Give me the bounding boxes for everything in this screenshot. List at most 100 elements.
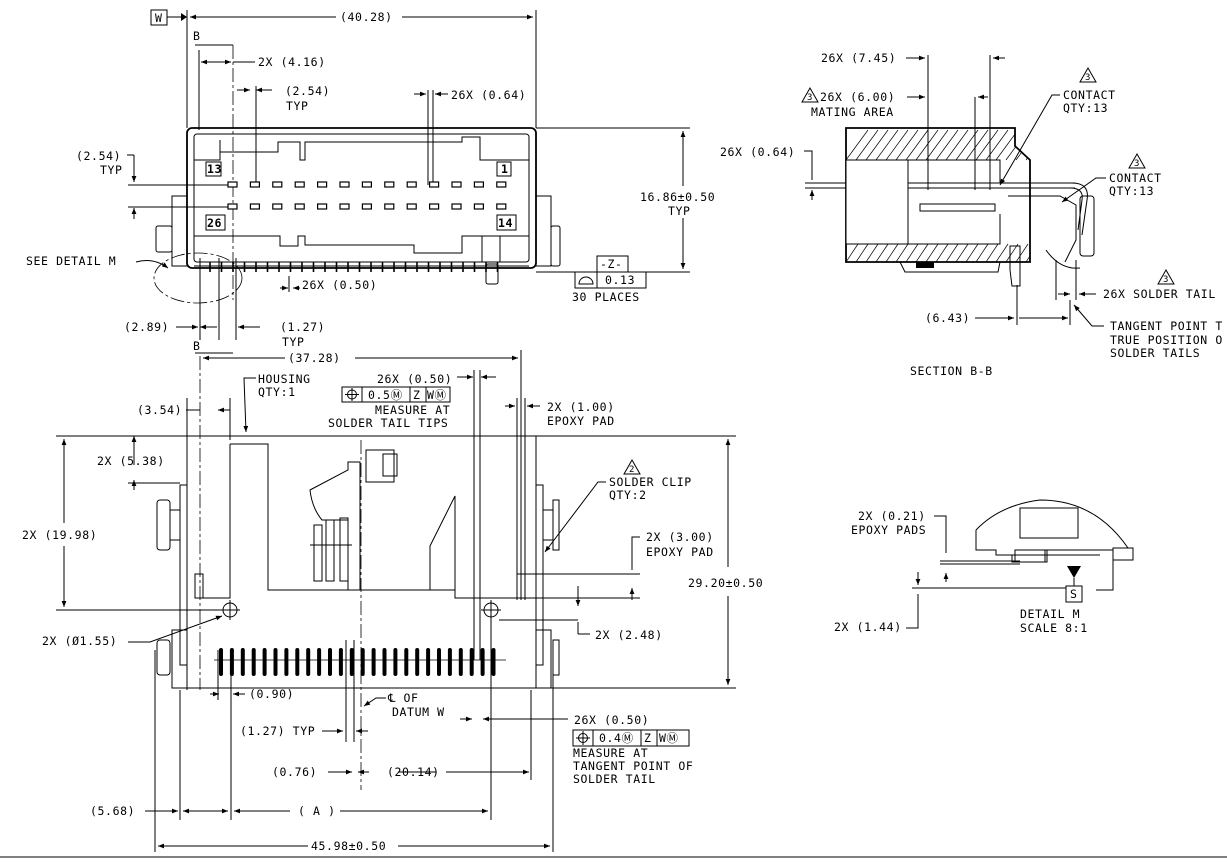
epoxy-pad-2-dim: 2X (3.00) — [646, 530, 714, 544]
measure-at-2: MEASURE AT — [573, 746, 648, 760]
hatch-line — [965, 243, 979, 262]
tail-bottom — [371, 648, 376, 676]
tail-bottom — [328, 648, 332, 676]
hatch-line — [1066, 130, 1088, 160]
pin-label-26: 26 — [207, 216, 222, 230]
hatch-line — [1146, 130, 1168, 160]
contact-top — [384, 181, 395, 188]
dim-sec-0-64: 26X (0.64) — [720, 145, 795, 159]
tail-bottom — [317, 648, 322, 676]
contact-bottom — [384, 203, 395, 210]
hatch-line — [855, 243, 869, 262]
hatch-line — [995, 129, 1019, 161]
tail-bottom — [437, 648, 441, 676]
tail-bottom — [295, 648, 300, 676]
contact-b-qty: QTY:13 — [1109, 184, 1154, 198]
solder-tail-tips: SOLDER TAIL TIPS — [328, 416, 448, 430]
hatch-line — [925, 243, 939, 262]
dim-6-43: (6.43) — [925, 311, 970, 325]
hatch-line — [1025, 243, 1030, 262]
hatch-line — [1196, 244, 1208, 262]
dim-20-14: (20.14) — [387, 765, 440, 779]
hatch-line — [1076, 130, 1098, 160]
contact-bottom — [473, 203, 484, 210]
flag-3a: 3 — [807, 93, 813, 103]
dim-overall-width: (40.28) — [340, 10, 393, 24]
hatch-line — [1216, 130, 1227, 160]
flag-3b: 3 — [1085, 73, 1091, 83]
hatch-line — [895, 129, 919, 161]
dim-pitch-fcf2: 26X (0.50) — [574, 713, 649, 727]
hatch-line — [895, 243, 909, 262]
hatch-line — [875, 243, 889, 262]
hatch-line — [1186, 244, 1198, 262]
contact-bottom — [272, 203, 283, 210]
tail-bottom — [458, 648, 463, 676]
contact-bottom — [406, 203, 417, 210]
hatch-line — [1166, 244, 1178, 262]
clip-flag: 2 — [629, 465, 635, 475]
dim-3-54: (3.54) — [137, 403, 182, 417]
tangent-point-2: TRUE POSITION O — [1110, 333, 1223, 347]
hatch-line — [846, 243, 859, 262]
contact-a-label: CONTACT — [1063, 88, 1116, 102]
hatch-line — [935, 129, 959, 161]
tail-bottom — [284, 648, 289, 676]
contact-top — [294, 181, 305, 188]
tail-bottom — [349, 648, 354, 676]
solder-tail-label: SOLDER TAIL — [573, 772, 656, 786]
tail-bottom — [426, 648, 431, 676]
hatch-line — [1056, 130, 1078, 160]
tail-bottom — [447, 648, 452, 676]
hatch-line — [865, 243, 879, 262]
hatch-line — [1156, 130, 1178, 160]
housing-label: HOUSING — [258, 372, 311, 386]
contact-top — [406, 181, 417, 188]
section-hatching — [846, 129, 1227, 262]
pin-label-1: 1 — [501, 162, 509, 176]
datum-w-label: W — [155, 11, 163, 25]
tail-bottom — [491, 648, 496, 676]
datum-w-centerline: ℄ OF — [387, 691, 419, 705]
fcf1-datum-z: Z — [413, 388, 421, 402]
dim-7-45: 26X (7.45) — [821, 51, 896, 65]
hatch-line — [1206, 130, 1227, 160]
dim-37-28: (37.28) — [288, 351, 341, 365]
tail-bottom — [273, 648, 278, 676]
section-title: SECTION B-B — [910, 364, 993, 378]
hatch-line — [1076, 244, 1088, 262]
hatch-line — [1166, 130, 1188, 160]
hatch-line — [935, 243, 949, 262]
top-view: W (40.28) B 2X (4.16) (2.54) TYP 26X (0.… — [26, 9, 715, 354]
housing-qty: QTY:1 — [258, 385, 296, 399]
contact-top — [249, 181, 260, 188]
tail-bottom — [393, 648, 398, 676]
fcf2-datum-w: WⓂ — [659, 731, 679, 745]
contact-a-qty: QTY:13 — [1063, 101, 1108, 115]
fcf2-datum-z: Z — [644, 731, 652, 745]
fcf2-tolerance: 0.4Ⓜ — [599, 731, 634, 745]
hatch-line — [955, 129, 979, 161]
contact-bottom — [361, 203, 372, 210]
contact-bottom — [339, 203, 350, 210]
contact-bottom — [294, 203, 305, 210]
contact-bottom — [249, 203, 260, 210]
flag-3c: 3 — [1134, 159, 1140, 169]
dim-2-48: 2X (2.48) — [595, 628, 663, 642]
tail-bottom — [404, 648, 409, 676]
dim-0-90: (0.90) — [249, 687, 294, 701]
hatch-line — [1116, 130, 1138, 160]
hatch-line — [985, 243, 999, 262]
solder-clip-qty: QTY:2 — [609, 488, 647, 502]
hatch-line — [1046, 130, 1068, 160]
dim-4-16: 2X (4.16) — [258, 55, 326, 69]
contact-b-label: CONTACT — [1109, 171, 1162, 185]
datum-z: -Z- — [600, 257, 623, 271]
dim-0-76: (0.76) — [272, 765, 317, 779]
hatch-line — [905, 243, 919, 262]
contact-top — [429, 181, 440, 188]
contact-top — [272, 181, 283, 188]
contact-bottom — [496, 203, 507, 210]
epoxy-pads-dim: 2X (0.21) — [858, 509, 926, 523]
